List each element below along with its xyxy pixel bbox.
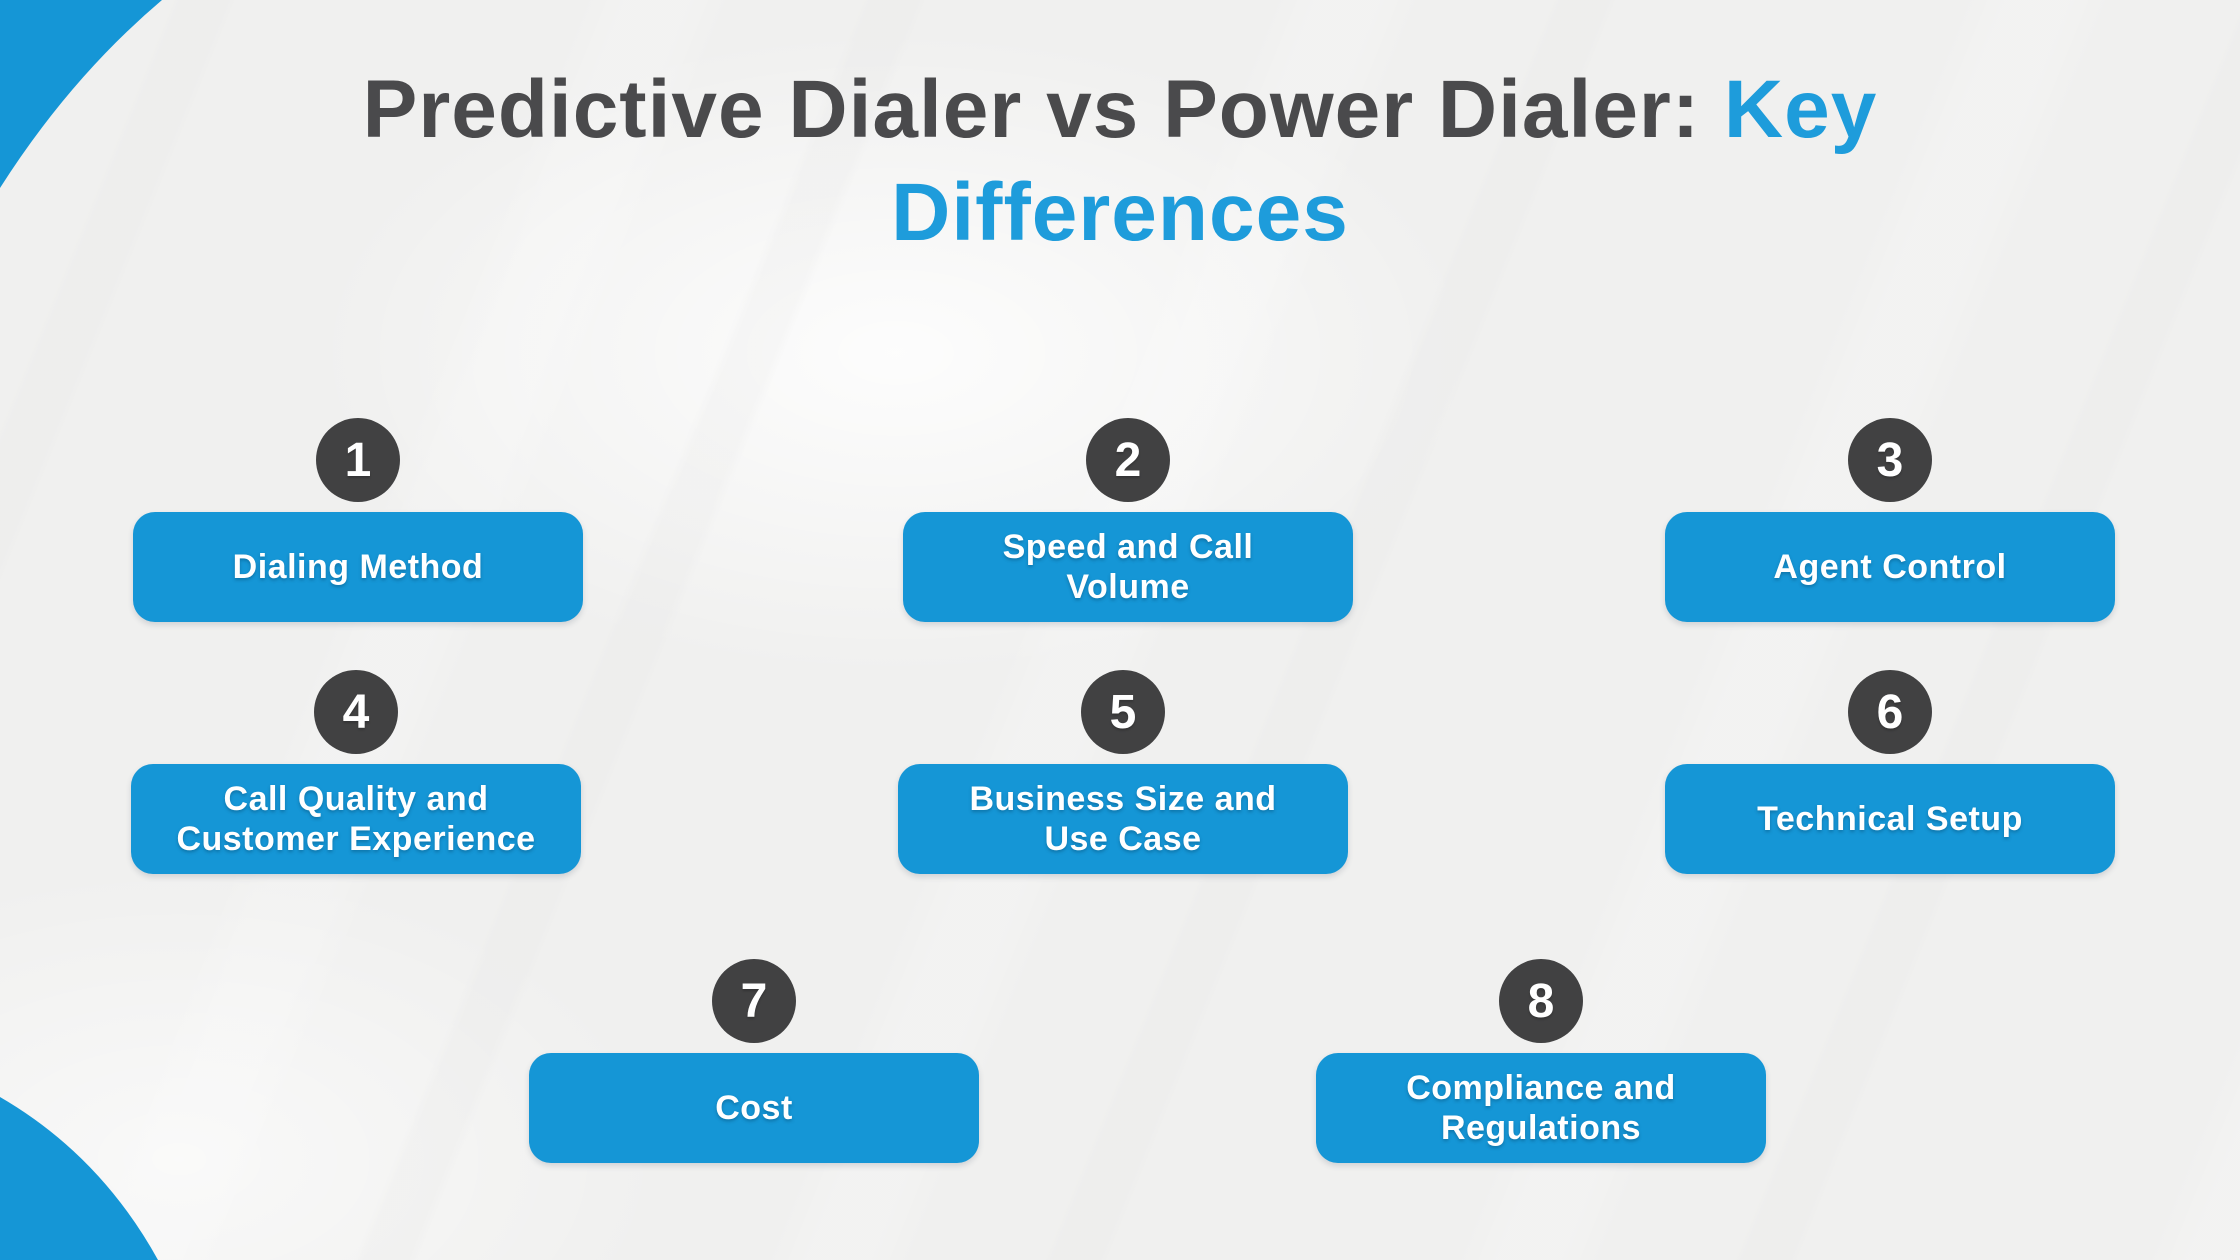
number-badge-7: 7: [712, 959, 796, 1043]
pill-label-line: Agent Control: [1773, 548, 2007, 586]
topic-item-2: 2 Speed and Call Volume: [903, 418, 1353, 622]
number-badge-6: 6: [1848, 670, 1932, 754]
topic-item-7: 7 Cost: [529, 959, 979, 1163]
topic-pill-business-size-and-use-case: Business Size and Use Case: [898, 764, 1348, 874]
number-badge-3: 3: [1848, 418, 1932, 502]
pill-label-line: Business Size and: [969, 780, 1277, 818]
number-badge-4: 4: [314, 670, 398, 754]
number-badge-5: 5: [1081, 670, 1165, 754]
number-badge-2: 2: [1086, 418, 1170, 502]
pill-label-line: Compliance and: [1406, 1069, 1676, 1107]
topic-pill-dialing-method: Dialing Method: [133, 512, 583, 622]
title-accent-text: Key Differences: [891, 64, 1878, 259]
topic-pill-agent-control: Agent Control: [1665, 512, 2115, 622]
pill-label-line: Speed and Call: [1002, 528, 1254, 566]
topic-item-3: 3 Agent Control: [1665, 418, 2115, 622]
corner-accent-shape-top-left: [0, 0, 162, 188]
topic-pill-speed-and-call-volume: Speed and Call Volume: [903, 512, 1353, 622]
topic-item-1: 1 Dialing Method: [133, 418, 583, 622]
topic-item-5: 5 Business Size and Use Case: [898, 670, 1348, 874]
topic-item-4: 4 Call Quality and Customer Experience: [131, 670, 581, 874]
badge-number: 2: [1114, 433, 1142, 487]
page-title: Predictive Dialer vs Power Dialer: Key D…: [190, 58, 2050, 265]
topic-pill-call-quality-and-customer-experience: Call Quality and Customer Experience: [131, 764, 581, 874]
pill-label-line: Volume: [1066, 568, 1190, 606]
badge-number: 8: [1527, 974, 1555, 1028]
pill-label-line: Dialing Method: [232, 548, 484, 586]
pill-label-line: Call Quality and: [223, 780, 489, 818]
pill-label-line: Regulations: [1440, 1109, 1642, 1147]
number-badge-1: 1: [316, 418, 400, 502]
badge-number: 5: [1109, 685, 1137, 739]
number-badge-8: 8: [1499, 959, 1583, 1043]
badge-number: 4: [342, 685, 370, 739]
topic-pill-technical-setup: Technical Setup: [1665, 764, 2115, 874]
badge-number: 6: [1876, 685, 1904, 739]
topic-item-6: 6 Technical Setup: [1665, 670, 2115, 874]
badge-number: 3: [1876, 433, 1904, 487]
pill-label-line: Customer Experience: [176, 820, 536, 858]
topic-pill-cost: Cost: [529, 1053, 979, 1163]
pill-label-line: Technical Setup: [1757, 800, 2023, 838]
title-dark-text: Predictive Dialer vs Power Dialer:: [362, 64, 1724, 155]
topic-pill-compliance-and-regulations: Compliance and Regulations: [1316, 1053, 1766, 1163]
badge-number: 7: [740, 974, 768, 1028]
pill-label-line: Cost: [715, 1089, 793, 1127]
corner-accent-shape-bottom-left: [0, 1097, 158, 1260]
badge-number: 1: [344, 433, 372, 487]
topic-item-8: 8 Compliance and Regulations: [1316, 959, 1766, 1163]
pill-label-line: Use Case: [1044, 820, 1202, 858]
